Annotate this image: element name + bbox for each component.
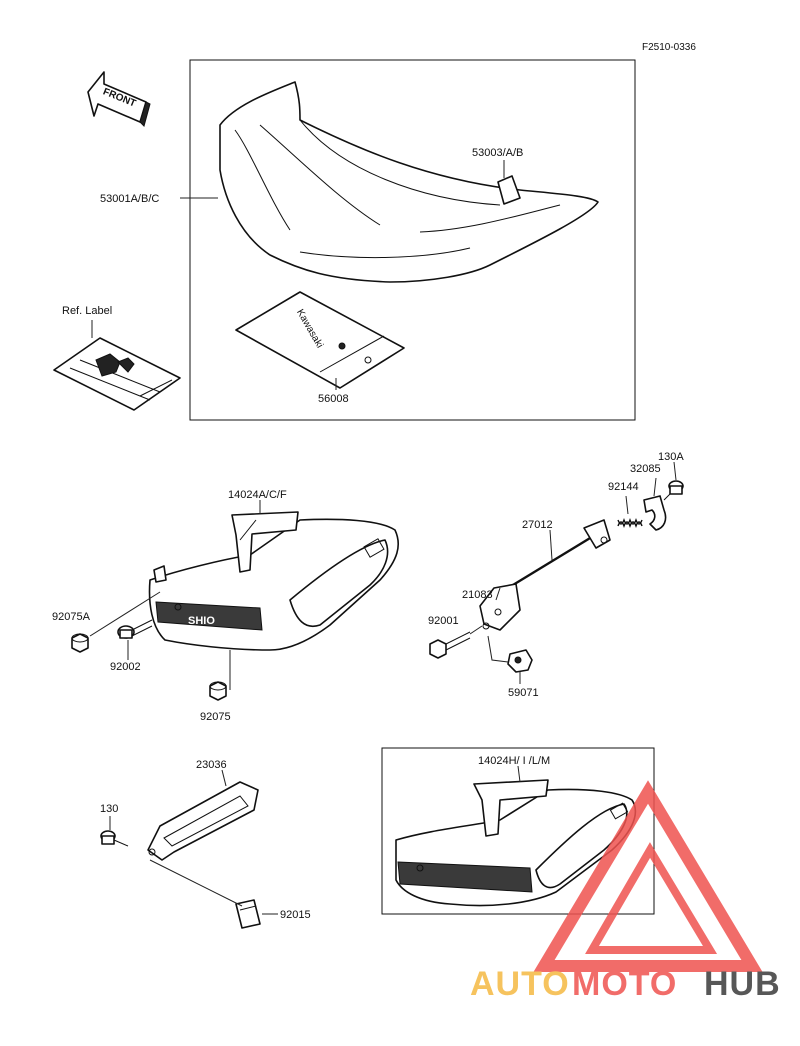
bracket-21083-drawing: [479, 583, 521, 631]
label-seat-strap: 53003/A/B: [472, 147, 523, 159]
seat-drawing: [219, 81, 599, 283]
label-spring: 92144: [608, 481, 639, 493]
bolt-92001-icon: [429, 631, 471, 659]
plate-23036-drawing: [147, 781, 259, 861]
watermark-part1: AUTO: [470, 965, 570, 1003]
latch-59071-icon: [507, 649, 533, 673]
nut-92075a-icon: [71, 633, 89, 653]
cowl-a-emblem: SHIO: [188, 615, 215, 627]
label-bolt-92001: 92001: [428, 615, 459, 627]
watermark-logo: AUTO MOTO HUB: [470, 780, 781, 1003]
label-cable: 27012: [522, 519, 553, 531]
label-cowl-a: 14024A/C/F: [228, 489, 287, 501]
spring-92144-icon: [617, 518, 643, 528]
label-bolt-92002: 92002: [110, 661, 141, 673]
cable-27012-drawing: [507, 519, 611, 590]
label-sheet-number: 56008: [318, 393, 349, 405]
hook-32085-icon: [643, 495, 667, 531]
seat-cowl-h-drawing: [395, 779, 637, 907]
label-screw-130a: 130A: [658, 451, 684, 463]
clip-92015-icon: [235, 899, 261, 929]
screw-130a-icon: [663, 480, 684, 501]
front-arrow-icon: FRONT: [87, 71, 151, 127]
label-clip: 92015: [280, 909, 311, 921]
bolt-92002-icon: [117, 619, 153, 639]
label-nut-92075: 92075: [200, 711, 231, 723]
label-sheet-drawing: Kawasaki: [235, 291, 405, 389]
cowl-h-frame: [381, 747, 655, 915]
label-hook: 32085: [630, 463, 661, 475]
label-nut-92075a: 92075A: [52, 611, 91, 623]
ref-label-sheet-drawing: [53, 337, 181, 411]
label-plate: 23036: [196, 759, 227, 771]
nut-92075-icon: [209, 681, 227, 701]
bolt-130-icon: [100, 830, 129, 847]
watermark-part3: HUB: [704, 965, 781, 1003]
label-latch: 59071: [508, 687, 539, 699]
label-cowl-h: 14024H/ I /L/M: [478, 755, 550, 767]
seat-group-frame: [189, 59, 636, 421]
label-ref-label: Ref. Label: [62, 305, 112, 317]
label-bolt-130: 130: [100, 803, 118, 815]
seat-cowl-a-drawing: SHIO: [148, 511, 399, 651]
label-bracket: 21083: [462, 589, 493, 601]
label-seat-assembly: 53001A/B/C: [100, 193, 159, 205]
figure-code: F2510-0336: [642, 42, 696, 53]
watermark-part2: MOTO: [572, 965, 677, 1003]
